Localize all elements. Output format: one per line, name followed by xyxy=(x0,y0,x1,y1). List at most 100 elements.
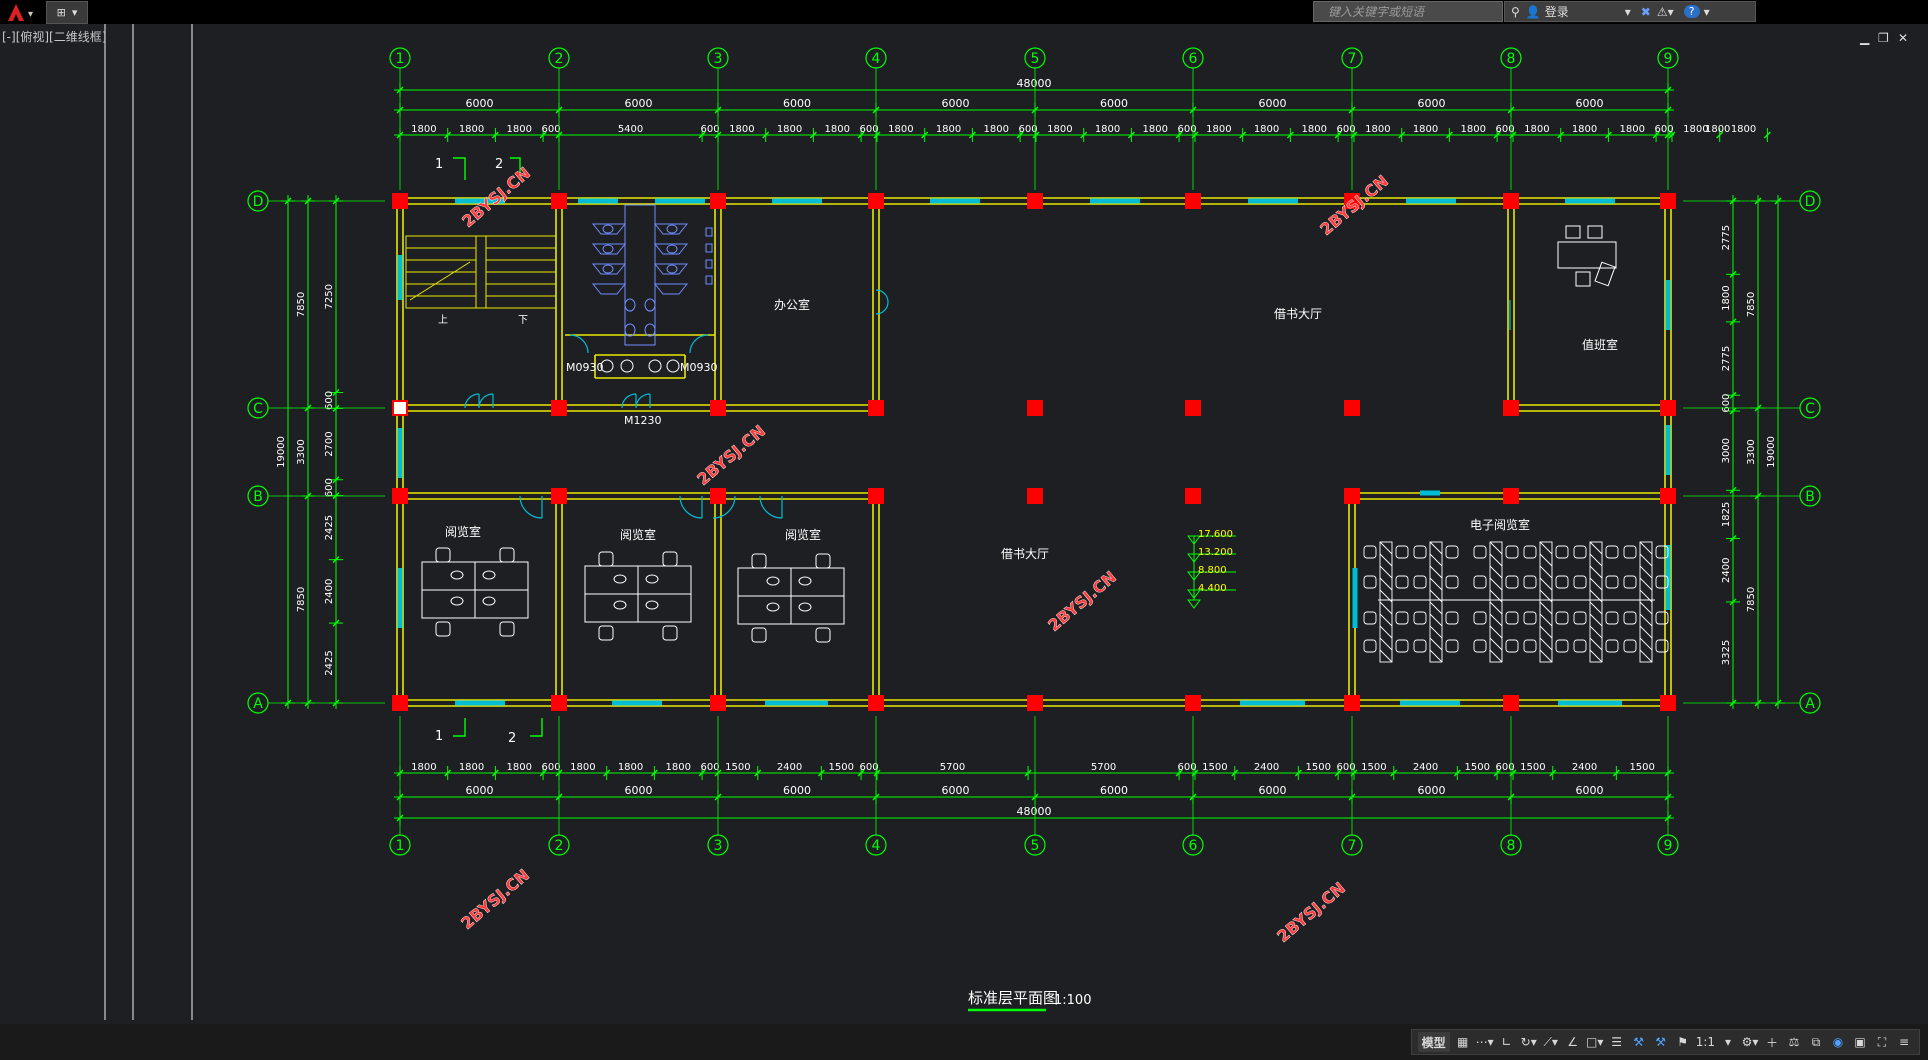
duty-desk xyxy=(1557,225,1617,287)
section-marks: 1 2 1 2 xyxy=(435,157,516,746)
isodraft-icon[interactable]: ⟋▾ xyxy=(1543,1034,1558,1049)
application-menu-button[interactable]: ▾ xyxy=(0,0,42,24)
room-label-reading-1: 阅览室 xyxy=(445,524,481,539)
column xyxy=(1185,695,1201,711)
axis-bubble-7: 7 xyxy=(1341,834,1363,856)
user-icon[interactable]: 👤 xyxy=(1525,4,1541,19)
svg-text:4.400: 4.400 xyxy=(1198,583,1227,594)
workspace-icon[interactable]: ⊞ xyxy=(56,6,66,19)
svg-text:600: 600 xyxy=(1178,762,1197,773)
workspace-switch-icon[interactable]: ⚙▾ xyxy=(1741,1035,1759,1049)
svg-text:1500: 1500 xyxy=(1202,762,1227,773)
axis-bubble-D: D xyxy=(247,190,269,212)
stair-symbol xyxy=(405,235,557,309)
svg-text:3300: 3300 xyxy=(1746,439,1757,464)
plus-icon[interactable]: ＋ xyxy=(1765,1035,1778,1050)
minimize-icon[interactable]: ▁ xyxy=(1860,31,1870,45)
object-snap-tracking-icon[interactable]: ∠ xyxy=(1567,1035,1579,1049)
svg-text:600: 600 xyxy=(324,478,335,497)
svg-text:600: 600 xyxy=(1496,124,1515,135)
annotation-scale-icon[interactable]: ⚑ xyxy=(1677,1035,1689,1049)
svg-text:6000: 6000 xyxy=(625,97,653,110)
lineweight-icon[interactable]: ☰ xyxy=(1611,1035,1623,1049)
svg-text:C: C xyxy=(253,401,263,417)
axis-bubble-B: B xyxy=(247,485,269,507)
svg-text:B: B xyxy=(1805,489,1815,505)
annotation-scale-value[interactable]: 1:1 xyxy=(1695,1035,1715,1049)
svg-text:1800: 1800 xyxy=(984,124,1009,135)
axis-bubble-A: A xyxy=(247,692,269,714)
search-input[interactable]: 键入关键字或短语 xyxy=(1313,1,1503,22)
binoculars-icon[interactable]: ⚲ xyxy=(1511,4,1520,19)
autocad-logo-icon: ▾ xyxy=(8,4,33,21)
room-label-lobby-bottom: 借书大厅 xyxy=(1001,547,1049,561)
annotation-visibility-icon[interactable]: ⚒ xyxy=(1633,1035,1645,1049)
reading-table-group xyxy=(737,553,845,643)
dim-total-left: 19000 xyxy=(276,195,295,709)
axis-bubble-9: 9 xyxy=(1657,47,1679,69)
ortho-icon[interactable]: ∟ xyxy=(1501,1035,1512,1049)
polar-tracking-icon[interactable]: ↻▾ xyxy=(1520,1035,1537,1049)
close-icon[interactable]: ✕ xyxy=(1898,31,1909,45)
svg-text:6000: 6000 xyxy=(625,784,653,797)
axis-bubble-1: 1 xyxy=(389,47,411,69)
quick-access-toolbar[interactable]: ⊞ ▾ xyxy=(46,1,88,24)
svg-text:1: 1 xyxy=(435,729,443,744)
axis-bubble-4: 4 xyxy=(865,47,887,69)
door-tag-m1230: M1230 xyxy=(624,414,662,427)
viewport-controls[interactable]: [-][俯视][二维线框] xyxy=(2,30,107,44)
restore-icon[interactable]: ❐ xyxy=(1878,31,1889,45)
isolate-objects-icon[interactable]: ◉ xyxy=(1832,1035,1844,1049)
drawing-title: 标准层平面图 xyxy=(968,989,1058,1007)
model-tab-button[interactable]: 模型 xyxy=(1417,1032,1450,1052)
door-swings xyxy=(464,289,1511,519)
svg-text:600: 600 xyxy=(1655,124,1674,135)
svg-text:6000: 6000 xyxy=(783,97,811,110)
autodesk-a360-icon[interactable]: ⚠▾ xyxy=(1656,4,1674,19)
help-button[interactable]: ? xyxy=(1683,5,1700,18)
customization-menu-icon[interactable]: ≡ xyxy=(1898,1035,1910,1049)
svg-text:7850: 7850 xyxy=(1746,587,1757,612)
svg-text:1800: 1800 xyxy=(1461,124,1486,135)
computer-desk xyxy=(1363,541,1409,663)
clean-screen-icon[interactable]: ⛶ xyxy=(1877,1034,1887,1049)
axis-bubble-4: 4 xyxy=(865,834,887,856)
column xyxy=(1660,695,1676,711)
svg-text:8: 8 xyxy=(1507,838,1516,854)
svg-text:5400: 5400 xyxy=(618,124,643,135)
column xyxy=(392,193,408,209)
stair-down-label: 下 xyxy=(518,315,528,326)
object-snap-icon[interactable]: □▾ xyxy=(1586,1035,1604,1049)
svg-text:9: 9 xyxy=(1664,51,1673,67)
svg-text:1500: 1500 xyxy=(828,762,853,773)
grid-display-icon[interactable]: ▦ xyxy=(1456,1035,1469,1049)
axis-bubble-6: 6 xyxy=(1182,834,1204,856)
svg-text:1800: 1800 xyxy=(507,762,532,773)
axis-bubble-2: 2 xyxy=(548,47,570,69)
svg-text:1800: 1800 xyxy=(459,124,484,135)
snap-mode-icon[interactable]: ⋯▾ xyxy=(1475,1035,1494,1049)
quick-properties-icon[interactable]: ⧉ xyxy=(1811,1034,1821,1049)
column xyxy=(1185,400,1201,416)
chevron-down-icon[interactable]: ▾ xyxy=(1624,4,1631,19)
column xyxy=(1344,488,1360,504)
login-button[interactable]: 登录 xyxy=(1544,5,1569,19)
chevron-down-icon[interactable]: ▾ xyxy=(71,6,78,19)
exchange-icon[interactable]: ✖ xyxy=(1640,4,1651,19)
auto-scale-icon[interactable]: ⚒ xyxy=(1655,1035,1667,1049)
svg-text:C: C xyxy=(1805,401,1815,417)
axis-bubble-8: 8 xyxy=(1500,834,1522,856)
chevron-down-icon[interactable]: ▾ xyxy=(1724,1035,1732,1049)
hardware-acceleration-icon[interactable]: ▣ xyxy=(1854,1035,1866,1049)
windows xyxy=(397,198,1671,706)
svg-text:2BYSJ.CN: 2BYSJ.CN xyxy=(1273,878,1349,946)
units-icon[interactable]: ⚖ xyxy=(1788,1035,1800,1049)
svg-text:7: 7 xyxy=(1348,838,1357,854)
svg-text:2BYSJ.CN: 2BYSJ.CN xyxy=(1316,171,1392,239)
chevron-down-icon[interactable]: ▾ xyxy=(1703,4,1710,19)
room-label-office: 办公室 xyxy=(774,297,810,312)
